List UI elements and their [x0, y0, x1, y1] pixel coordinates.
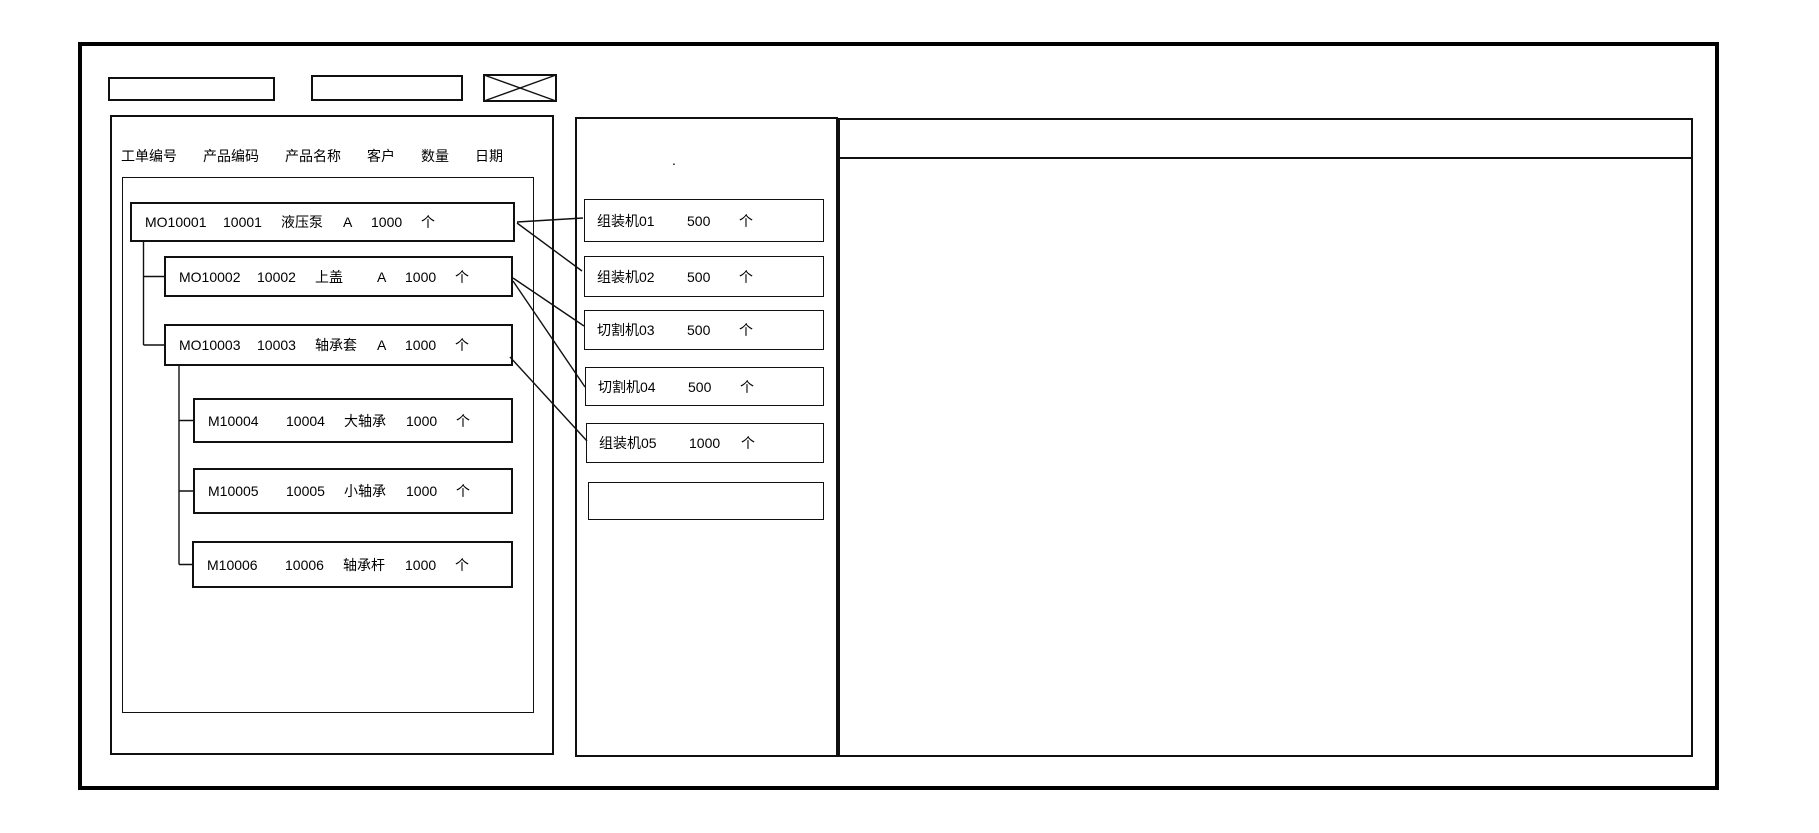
machine-unit-cell: 个	[741, 435, 755, 451]
image-placeholder-icon[interactable]	[483, 74, 557, 102]
order-no-cell: MO10003	[179, 337, 241, 353]
order-no-cell: M10006	[207, 556, 258, 573]
product-code-cell: 10004	[286, 412, 325, 429]
toolbar-input-2[interactable]	[311, 75, 463, 101]
product-code-cell: 10005	[286, 483, 325, 499]
machine-name-cell: 组装机01	[597, 212, 655, 229]
qty-cell: 1000	[405, 337, 437, 353]
unit-cell: 个	[456, 483, 470, 499]
machine-row[interactable]: 切割机04 500 个	[585, 367, 824, 406]
machine-name-cell: 组装机05	[599, 435, 657, 451]
order-no-cell: M10004	[208, 412, 259, 429]
machine-name-cell: 切割机04	[598, 378, 656, 395]
machine-unit-cell: 个	[740, 378, 754, 395]
order-tree-container	[122, 177, 534, 713]
column-product-code: 产品编码	[203, 148, 259, 164]
work-order-row[interactable]: MO10002 10002 上盖 A 1000 个	[164, 256, 513, 297]
column-order-no: 工单编号	[121, 148, 177, 164]
machine-qty-cell: 500	[687, 268, 711, 285]
column-product-name: 产品名称	[285, 148, 341, 164]
order-no-cell: M10005	[208, 483, 259, 499]
schedule-panel	[838, 118, 1693, 757]
work-order-row[interactable]: M10006 10006 轴承杆 1000 个	[192, 541, 513, 588]
unit-cell: 个	[455, 268, 469, 285]
work-order-row[interactable]: M10004 10004 大轴承 1000 个	[193, 398, 513, 443]
product-name-cell: 上盖	[315, 268, 343, 285]
product-code-cell: 10001	[223, 214, 262, 230]
machine-row[interactable]: 组装机02 500 个	[584, 256, 824, 297]
qty-cell: 1000	[405, 268, 437, 285]
schedule-header-divider	[840, 157, 1691, 159]
qty-cell: 1000	[406, 483, 438, 499]
product-name-cell: 液压泵	[281, 214, 323, 230]
machine-unit-cell: 个	[739, 322, 753, 338]
product-name-cell: 小轴承	[344, 483, 386, 499]
order-no-cell: MO10002	[179, 268, 241, 285]
toolbar-input-1[interactable]	[108, 77, 275, 101]
machine-row-empty[interactable]	[588, 482, 824, 520]
column-date: 日期	[475, 148, 503, 164]
work-order-row[interactable]: M10005 10005 小轴承 1000 个	[193, 468, 513, 514]
machine-qty-cell: 500	[687, 322, 711, 338]
customer-cell: A	[377, 268, 387, 285]
qty-cell: 1000	[405, 556, 437, 573]
machine-row[interactable]: 组装机01 500 个	[584, 199, 824, 242]
machine-qty-cell: 500	[687, 212, 711, 229]
order-columns-header: 工单编号 产品编码 产品名称 客户 数量 日期	[121, 146, 503, 166]
unit-cell: 个	[455, 337, 469, 353]
machine-row[interactable]: 切割机03 500 个	[584, 310, 824, 350]
qty-cell: 1000	[371, 214, 403, 230]
machine-unit-cell: 个	[739, 212, 753, 229]
product-name-cell: 轴承套	[315, 337, 357, 353]
product-name-cell: 轴承杆	[343, 556, 385, 573]
product-code-cell: 10003	[257, 337, 296, 353]
work-order-row[interactable]: MO10001 10001 液压泵 A 1000 个	[130, 202, 515, 242]
machine-name-cell: 切割机03	[597, 322, 655, 338]
column-customer: 客户	[367, 148, 395, 164]
customer-cell: A	[377, 337, 387, 353]
unit-cell: 个	[421, 214, 435, 230]
machine-qty-cell: 500	[688, 378, 712, 395]
machines-panel-dot: .	[672, 152, 676, 168]
unit-cell: 个	[455, 556, 469, 573]
order-no-cell: MO10001	[145, 214, 207, 230]
machine-row[interactable]: 组装机05 1000 个	[586, 423, 824, 463]
product-name-cell: 大轴承	[344, 412, 386, 429]
work-order-row[interactable]: MO10003 10003 轴承套 A 1000 个	[164, 324, 513, 366]
product-code-cell: 10006	[285, 556, 324, 573]
column-qty: 数量	[421, 148, 449, 164]
machine-unit-cell: 个	[739, 268, 753, 285]
customer-cell: A	[343, 214, 353, 230]
qty-cell: 1000	[406, 412, 438, 429]
machine-name-cell: 组装机02	[597, 268, 655, 285]
product-code-cell: 10002	[257, 268, 296, 285]
window-frame	[78, 42, 1719, 790]
unit-cell: 个	[456, 412, 470, 429]
machine-qty-cell: 1000	[689, 435, 721, 451]
